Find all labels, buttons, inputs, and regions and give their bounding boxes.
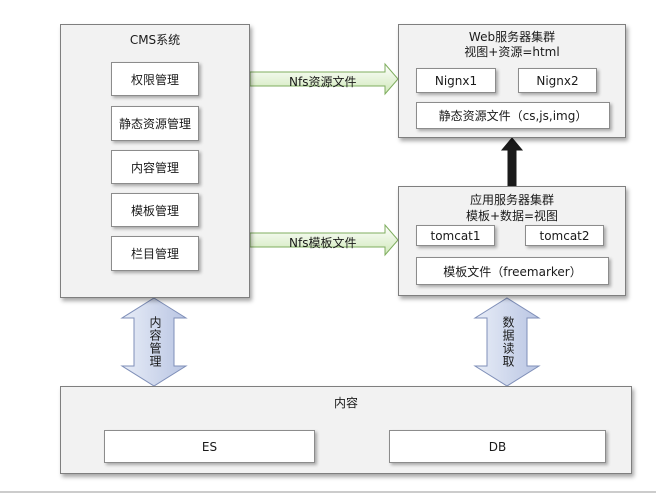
web-cluster-box: Web服务器集群 视图+资源=html Nignx1 Nignx2 静态资源文件… bbox=[398, 24, 626, 138]
cms-item-static-resource: 静态资源管理 bbox=[111, 106, 199, 141]
web-node-nignx1: Nignx1 bbox=[416, 68, 496, 93]
nfs-resource-label: Nfs资源文件 bbox=[289, 75, 357, 89]
cms-system-title: CMS系统 bbox=[129, 33, 181, 47]
cms-item-permission: 权限管理 bbox=[111, 62, 199, 96]
app-node-tomcat2: tomcat2 bbox=[525, 225, 604, 246]
es-box: ES bbox=[104, 430, 315, 463]
data-read-label: 数据读取 bbox=[501, 316, 515, 368]
app-to-web-arrow bbox=[500, 137, 524, 187]
cms-item-content: 内容管理 bbox=[111, 150, 199, 184]
app-cluster-box: 应用服务器集群 模板+数据=视图 tomcat1 tomcat2 模板文件（fr… bbox=[398, 186, 626, 296]
app-cluster-formula: 模板+数据=视图 bbox=[465, 209, 559, 223]
cms-item-column: 栏目管理 bbox=[111, 236, 199, 271]
web-static-files: 静态资源文件（cs,js,img） bbox=[416, 102, 610, 129]
app-node-tomcat1: tomcat1 bbox=[416, 225, 495, 246]
content-mgmt-label: 内容管理 bbox=[148, 316, 162, 368]
web-cluster-title: Web服务器集群 bbox=[468, 30, 556, 44]
nfs-template-label: Nfs模板文件 bbox=[289, 236, 357, 250]
nfs-resource-arrow bbox=[249, 62, 399, 96]
app-cluster-title: 应用服务器集群 bbox=[469, 193, 554, 207]
db-box: DB bbox=[389, 430, 606, 463]
nfs-template-arrow bbox=[249, 223, 399, 257]
cms-item-template: 模板管理 bbox=[111, 193, 199, 227]
content-box: 内容 ES DB bbox=[60, 386, 632, 474]
web-node-nignx2: Nignx2 bbox=[518, 68, 597, 93]
cms-system-box: CMS系统 权限管理 静态资源管理 内容管理 模板管理 栏目管理 bbox=[60, 24, 250, 298]
web-cluster-formula: 视图+资源=html bbox=[464, 45, 560, 59]
content-title: 内容 bbox=[333, 396, 358, 410]
app-template-files: 模板文件（freemarker） bbox=[416, 257, 609, 285]
